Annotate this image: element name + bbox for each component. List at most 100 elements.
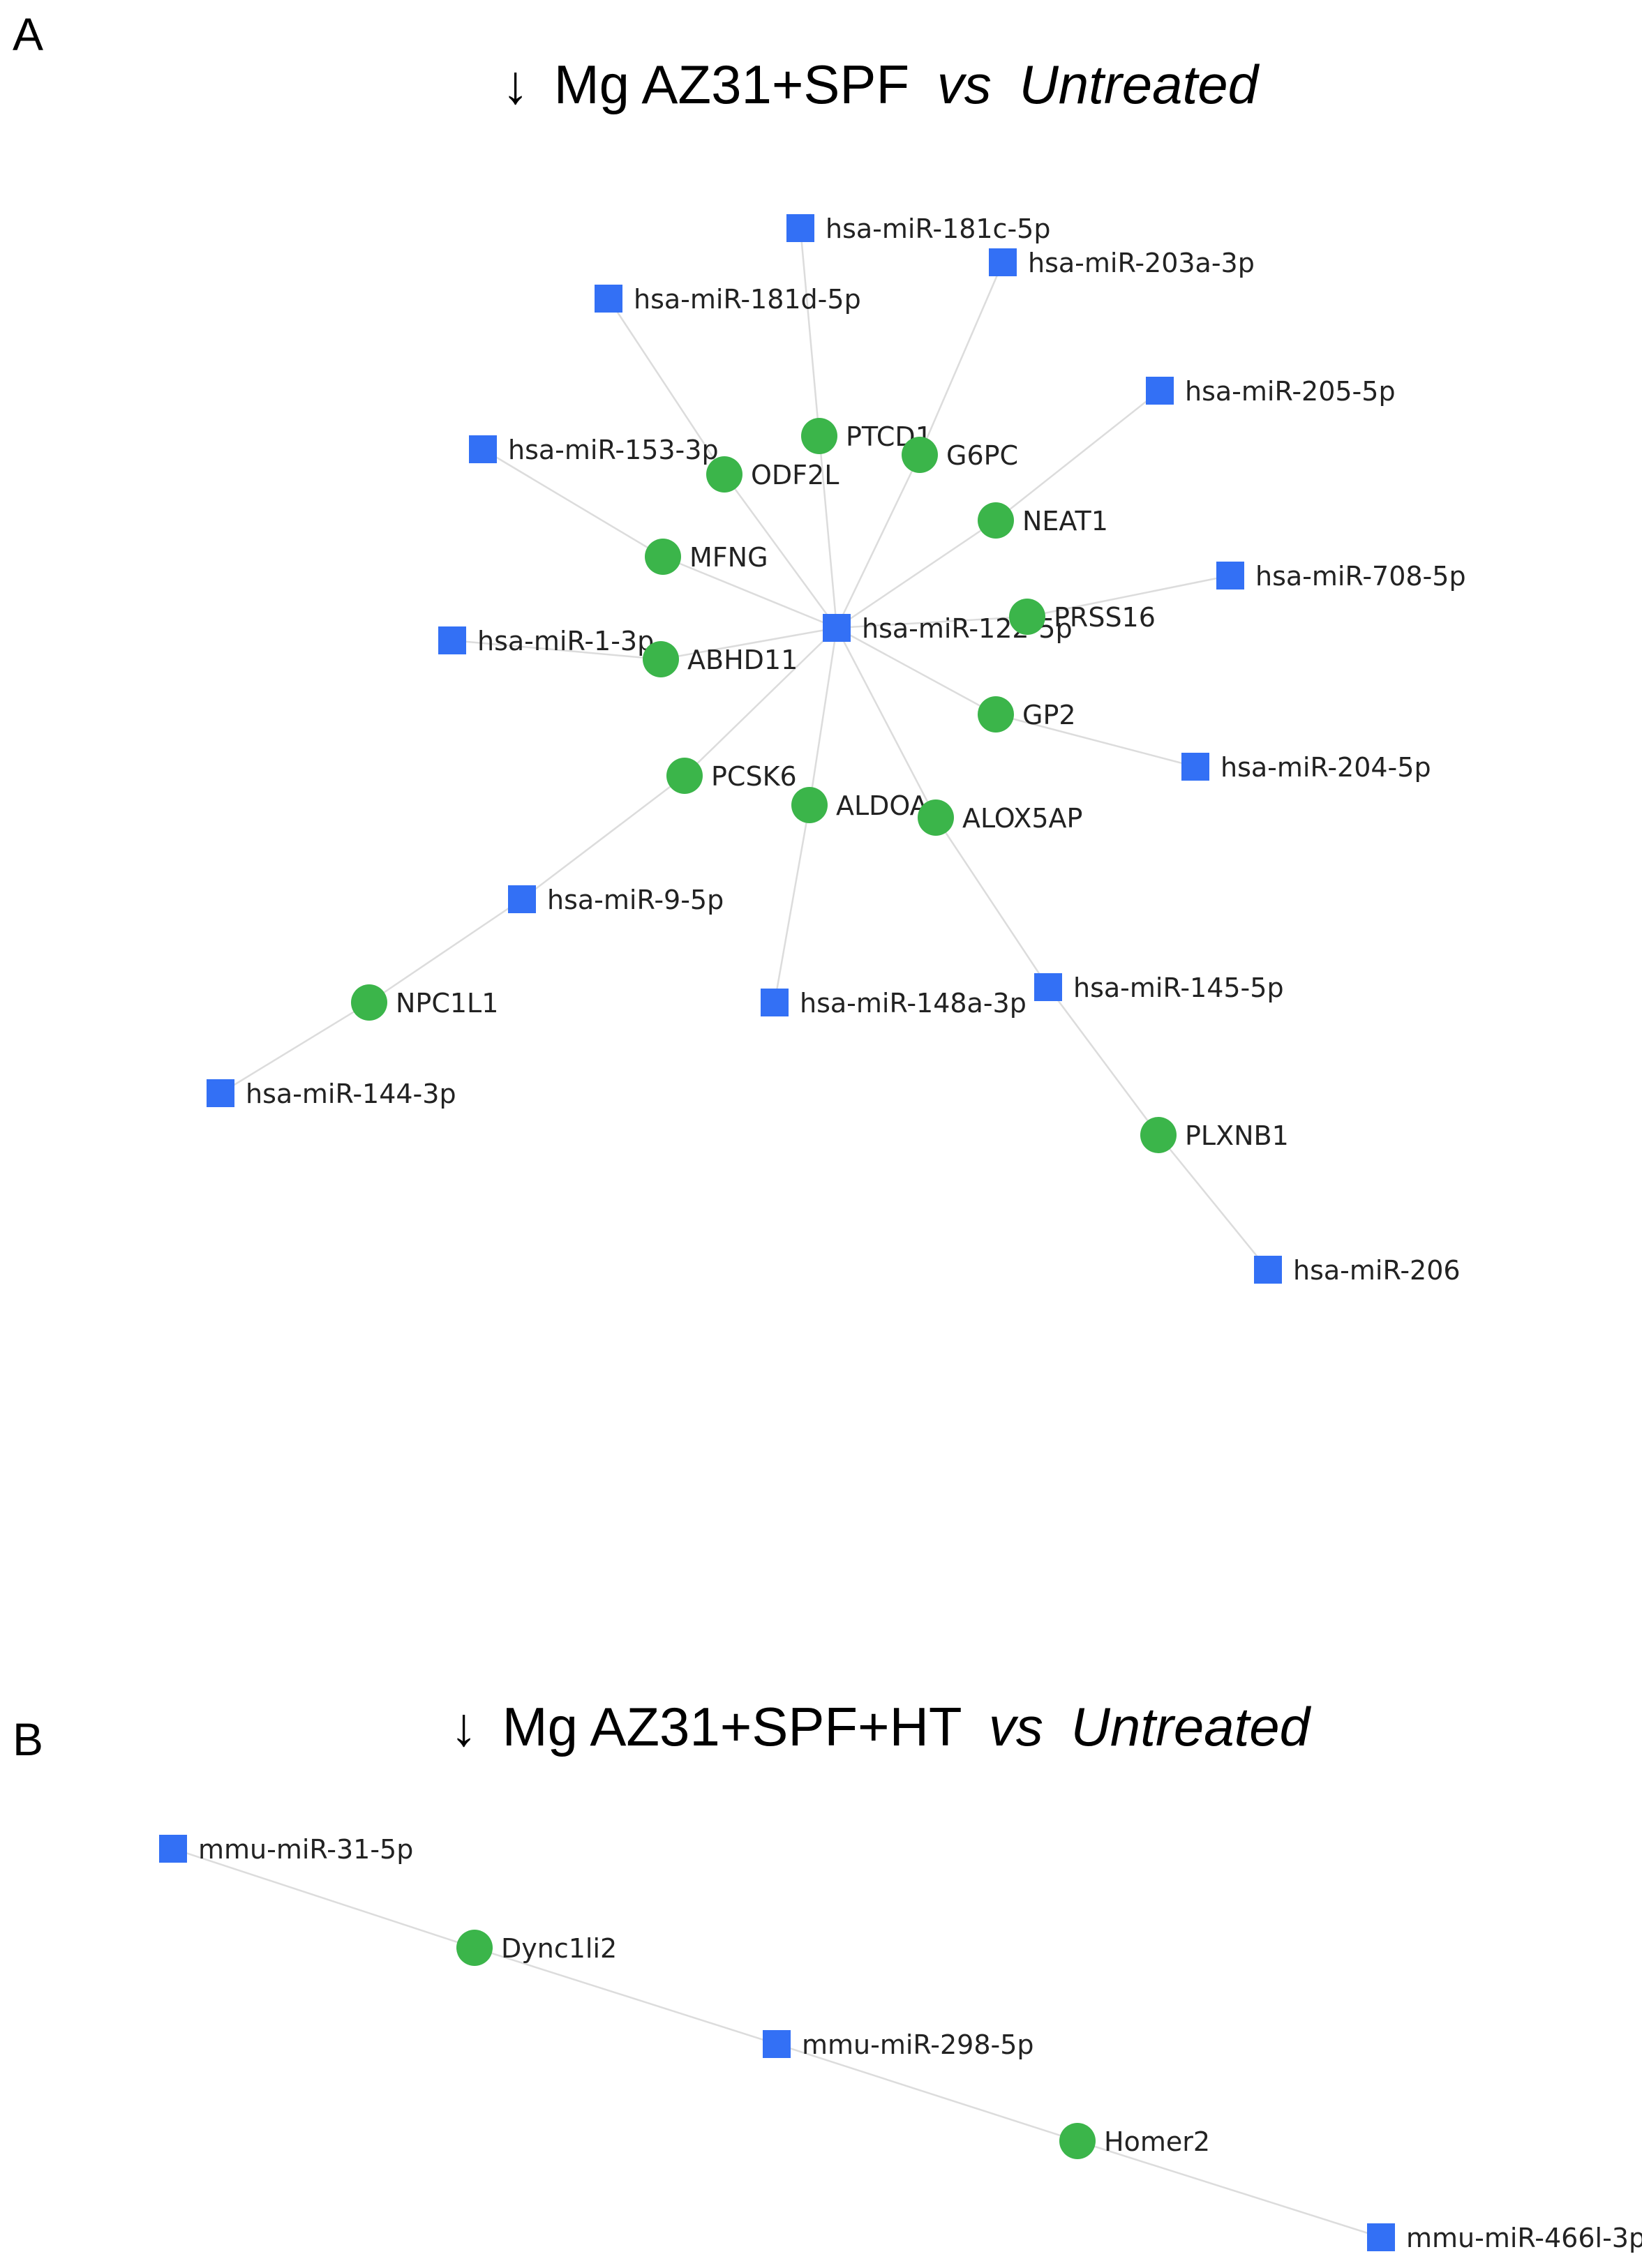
edge-m145-PLXNB1: [1047, 986, 1160, 1136]
edge-m204-GP2: [995, 713, 1196, 768]
mirna-node-m708: hsa-miR-708-5p: [1216, 561, 1466, 592]
gene-node-NPC1L1: NPC1L1: [351, 984, 498, 1021]
mirna-node-m153: hsa-miR-153-3p: [469, 435, 719, 465]
edge-m1-ABHD11: [451, 639, 662, 661]
node-label: GP2: [1022, 700, 1076, 730]
mirna-node-m181d: hsa-miR-181d-5p: [595, 284, 861, 315]
mirna-node-m148a: hsa-miR-148a-3p: [761, 988, 1027, 1019]
gene-node-ALOX5AP: ALOX5AP: [918, 799, 1082, 836]
gene-node-ALDOA: ALDOA: [791, 787, 928, 823]
edge-m9-NPC1L1: [368, 898, 523, 1004]
panel-b-title-arrow: ↓: [450, 1696, 477, 1757]
node-label: ALDOA: [836, 790, 928, 821]
mirna-square-icon: [1034, 973, 1062, 1001]
edge-m122-ALOX5AP: [835, 627, 937, 818]
gene-circle-icon: [706, 456, 742, 493]
edge-Dync1li2-mm298: [474, 1946, 777, 2045]
gene-node-NEAT1: NEAT1: [978, 502, 1108, 539]
mirna-square-icon: [1146, 377, 1174, 405]
edge-m206-PLXNB1: [1158, 1134, 1269, 1270]
mirna-node-m181c: hsa-miR-181c-5p: [786, 213, 1050, 244]
mirna-square-icon: [1367, 2223, 1395, 2251]
mirna-square-icon: [761, 989, 789, 1016]
panel-b-title-main: Mg AZ31+SPF+HT: [502, 1696, 962, 1757]
node-label: hsa-miR-1-3p: [477, 626, 654, 656]
panel-a-title-arrow: ↓: [502, 54, 529, 115]
gene-node-ODF2L: ODF2L: [706, 456, 839, 493]
node-label: hsa-miR-145-5p: [1073, 972, 1284, 1003]
edge-m153-MFNG: [482, 448, 664, 558]
gene-circle-icon: [351, 984, 387, 1021]
gene-node-G6PC: G6PC: [902, 437, 1018, 473]
mirna-node-m204: hsa-miR-204-5p: [1181, 752, 1431, 783]
node-label: MFNG: [689, 542, 768, 573]
node-label: hsa-miR-205-5p: [1185, 376, 1396, 407]
gene-circle-icon: [1009, 599, 1045, 635]
gene-node-ABHD11: ABHD11: [643, 641, 798, 677]
edge-m122-NEAT1: [836, 519, 997, 629]
node-label: mmu-miR-298-5p: [802, 2029, 1034, 2060]
mirna-node-mm31: mmu-miR-31-5p: [159, 1834, 413, 1865]
gene-circle-icon: [1059, 2123, 1096, 2159]
mirna-square-icon: [469, 435, 497, 463]
mirna-square-icon: [595, 285, 622, 313]
mirna-square-icon: [438, 626, 466, 654]
mirna-node-m145: hsa-miR-145-5p: [1034, 972, 1284, 1003]
mirna-square-icon: [508, 885, 536, 913]
node-label: hsa-miR-204-5p: [1221, 752, 1431, 783]
edge-m122-MFNG: [662, 555, 837, 629]
edge-m122-GP2: [836, 626, 997, 716]
gene-circle-icon: [456, 1930, 493, 1966]
panel-a-title-vs: vs: [937, 54, 992, 115]
edge-m144-NPC1L1: [220, 1001, 370, 1095]
node-label: ABHD11: [687, 645, 798, 675]
edge-m181d-ODF2L: [607, 298, 726, 475]
edge-Homer2-mm466l: [1077, 2140, 1382, 2239]
node-label: Dync1li2: [501, 1933, 617, 1964]
node-label: mmu-miR-31-5p: [198, 1834, 413, 1865]
node-label: ALOX5AP: [962, 803, 1082, 834]
edge-m145-ALOX5AP: [934, 817, 1050, 988]
node-label: PRSS16: [1054, 602, 1156, 633]
node-label: Homer2: [1104, 2126, 1210, 2157]
mirna-square-icon: [1254, 1256, 1282, 1284]
node-label: hsa-miR-203a-3p: [1028, 248, 1255, 278]
edge-mm298-Homer2: [776, 2043, 1078, 2142]
edge-m122-PCSK6: [684, 627, 837, 776]
gene-node-MFNG: MFNG: [645, 539, 768, 575]
gene-node-PCSK6: PCSK6: [666, 758, 797, 794]
mirna-node-m205: hsa-miR-205-5p: [1146, 376, 1396, 407]
node-label: mmu-miR-466l-3p: [1406, 2223, 1642, 2253]
gene-node-PLXNB1: PLXNB1: [1140, 1117, 1289, 1153]
node-label: NPC1L1: [396, 988, 498, 1019]
gene-node-Dync1li2: Dync1li2: [456, 1930, 617, 1966]
node-label: hsa-miR-206: [1293, 1255, 1461, 1286]
edge-m205-NEAT1: [995, 390, 1160, 521]
edge-m122-ODF2L: [723, 474, 838, 629]
panel-a-title: ↓ Mg AZ31+SPF vs Untreated: [502, 54, 1260, 115]
gene-node-Homer2: Homer2: [1059, 2123, 1210, 2159]
gene-circle-icon: [978, 502, 1014, 539]
mirna-square-icon: [823, 614, 851, 642]
gene-circle-icon: [791, 787, 828, 823]
node-label: NEAT1: [1022, 506, 1108, 536]
node-label: hsa-miR-181d-5p: [634, 284, 861, 315]
edge-m181c-PTCD1: [799, 227, 821, 437]
mirna-node-m144: hsa-miR-144-3p: [207, 1079, 456, 1109]
edge-m122-ABHD11: [660, 626, 837, 661]
mirna-node-m9: hsa-miR-9-5p: [508, 885, 724, 915]
panel-a-title-main: Mg AZ31+SPF: [554, 54, 909, 115]
mirna-node-m1: hsa-miR-1-3p: [438, 626, 654, 656]
gene-circle-icon: [918, 799, 954, 836]
gene-circle-icon: [1140, 1117, 1177, 1153]
gene-circle-icon: [645, 539, 681, 575]
node-label: hsa-miR-708-5p: [1255, 561, 1466, 592]
panel-b-letter: B: [13, 1713, 43, 1765]
edge-m708-PRSS16: [1027, 574, 1231, 618]
edge-m122-ALDOA: [808, 627, 838, 806]
mirna-square-icon: [159, 1835, 187, 1863]
node-label: hsa-miR-144-3p: [246, 1079, 456, 1109]
edge-m122-G6PC: [835, 454, 921, 629]
